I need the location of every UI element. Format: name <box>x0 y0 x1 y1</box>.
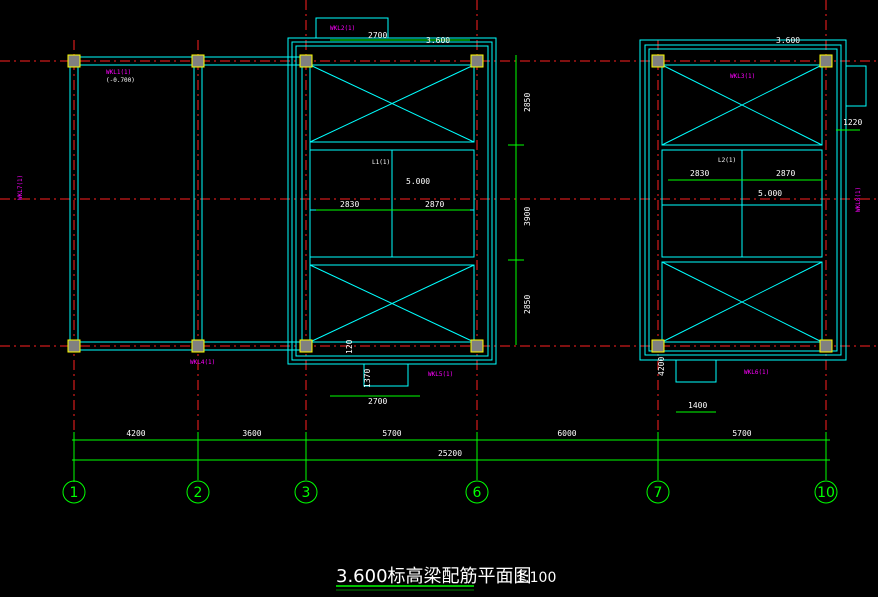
dim-bottom-left: 2700 <box>368 397 387 406</box>
left-block-beams <box>69 56 311 351</box>
tag-kl8: WKL8(1) <box>855 187 862 212</box>
middle-room-beams <box>287 17 497 387</box>
axis-lines <box>0 0 878 440</box>
dim-stub: 1220 <box>843 118 862 127</box>
drawing-scale: 1:100 <box>516 570 556 586</box>
dim-rh: 120 <box>345 339 354 354</box>
axis-bubbles <box>62 480 838 504</box>
tag-kl2: WKL2(1) <box>330 25 355 32</box>
tag-kl3: WKL3(1) <box>730 73 755 80</box>
room-dimension-text: 2700 3.600 2700 3.600 2830 2870 2830 287… <box>340 31 862 410</box>
drawing-title-block: 3.600标高梁配筋平面图 1:100 <box>336 566 556 591</box>
axis-label-2: 2 <box>194 485 203 501</box>
dim-lift-b: 4200 <box>657 357 666 376</box>
tag-kl7: WKL7(1) <box>17 175 24 200</box>
columns <box>67 54 833 353</box>
mid-elev-a: 5.000 <box>406 177 430 186</box>
tag-l1: L1(1) <box>372 159 390 166</box>
elev-a: 3.600 <box>426 36 450 45</box>
span-2-3: 3600 <box>242 429 261 438</box>
tag-l2: L2(1) <box>718 157 736 164</box>
axis-label-6: 6 <box>473 485 482 501</box>
mid-elev-b: 5.000 <box>758 189 782 198</box>
dim-h3: 2830 <box>690 169 709 178</box>
tag-kl5: WKL5(1) <box>428 371 453 378</box>
span-1-2: 4200 <box>126 429 145 438</box>
span-7-10: 5700 <box>732 429 751 438</box>
dim-v2: 3900 <box>523 207 532 226</box>
dim-top-left: 2700 <box>368 31 387 40</box>
tag-kl1: WKL1(1) <box>106 69 131 76</box>
span-dimension-text: 4200 3600 5700 6000 5700 25200 <box>126 429 751 458</box>
drawing-title: 3.600标高梁配筋平面图 <box>336 566 532 587</box>
dim-lift-a: 1370 <box>363 369 372 388</box>
tag-kl6: WKL6(1) <box>744 369 769 376</box>
span-6-7: 6000 <box>557 429 576 438</box>
dim-v3: 2850 <box>523 295 532 314</box>
dim-h2: 2870 <box>425 200 444 209</box>
right-room-beams <box>639 39 867 383</box>
axis-label-1: 1 <box>70 485 79 501</box>
elev-b: 3.600 <box>776 36 800 45</box>
beam-tags: WKL1(1) (-0.700) WKL2(1) WKL3(1) L1(1) L… <box>17 25 862 378</box>
axis-label-7: 7 <box>654 485 663 501</box>
dim-h4: 2870 <box>776 169 795 178</box>
dimension-lines <box>72 39 860 480</box>
axis-label-3: 3 <box>302 485 311 501</box>
dim-v1: 2850 <box>523 93 532 112</box>
dim-h1: 2830 <box>340 200 359 209</box>
tag-kl4: WKL4(1) <box>190 359 215 366</box>
axis-bubble-labels: 1 2 3 6 7 10 <box>70 485 835 501</box>
tag-kl1-note: (-0.700) <box>106 77 135 84</box>
dim-bottom-right: 1400 <box>688 401 707 410</box>
axis-label-10: 10 <box>817 485 835 501</box>
span-3-6: 5700 <box>382 429 401 438</box>
span-total: 25200 <box>438 449 462 458</box>
